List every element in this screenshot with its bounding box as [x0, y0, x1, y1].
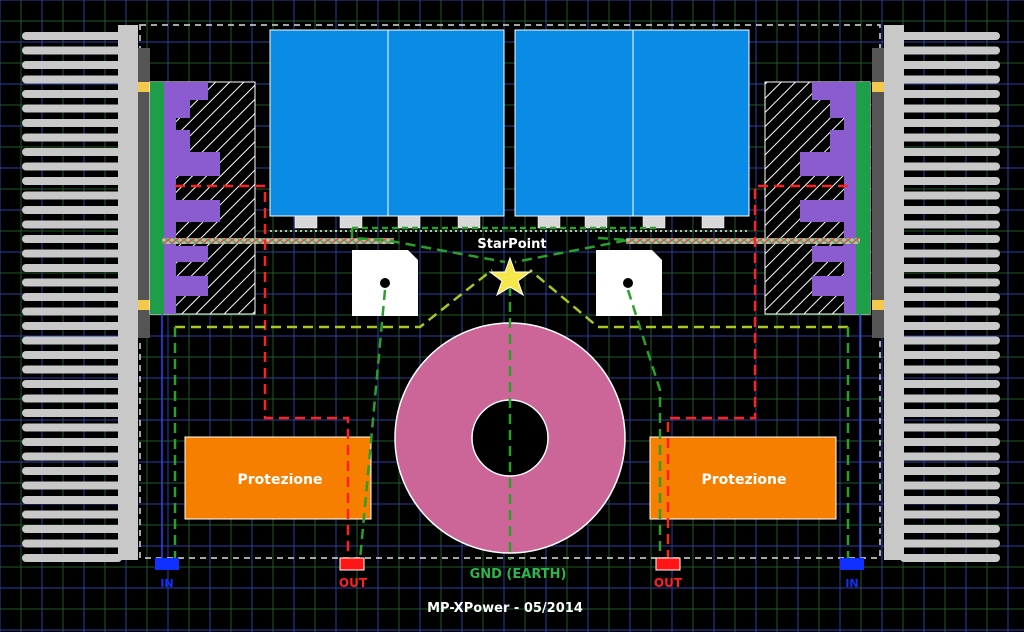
- star-point-label: StarPoint: [477, 237, 546, 252]
- mount-brackets: [138, 48, 884, 338]
- heatsink-left: [22, 25, 138, 562]
- bridge-rectifier-left: [352, 250, 418, 316]
- connectors: [155, 557, 864, 571]
- protection-board-right: [649, 436, 837, 520]
- twisted-wire-left: [162, 238, 394, 244]
- capacitor-bank: [269, 29, 750, 232]
- protection-board-left: [184, 436, 372, 520]
- gnd-earth-label: GND (EARTH): [470, 567, 567, 582]
- protection-label-left: Protezione: [238, 472, 323, 488]
- footer-credit: MP-XPower - 05/2014: [427, 601, 583, 616]
- out-label-left: OUT: [339, 576, 368, 590]
- in-label-left: IN: [160, 577, 173, 590]
- heatsink-right: [884, 25, 1000, 562]
- power-module-right: [764, 81, 871, 315]
- bridge-rectifier-right: [596, 250, 662, 316]
- power-module-left: [149, 81, 256, 315]
- star-point-icon: [488, 256, 532, 297]
- in-label-right: IN: [845, 577, 858, 590]
- wiring: [173, 184, 850, 561]
- input-wires: [161, 314, 861, 560]
- out-label-right: OUT: [654, 576, 683, 590]
- protection-label-right: Protezione: [702, 472, 787, 488]
- twisted-wire-right: [626, 238, 860, 244]
